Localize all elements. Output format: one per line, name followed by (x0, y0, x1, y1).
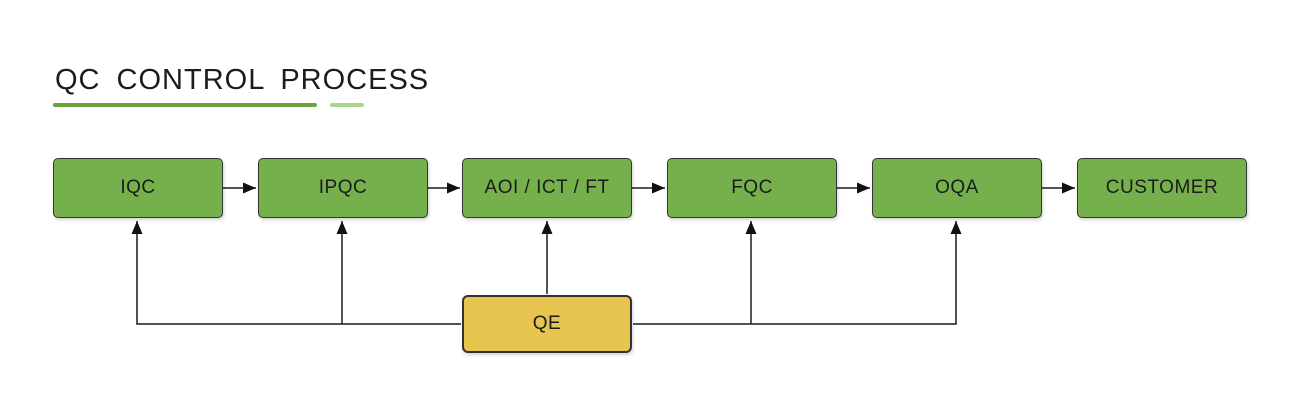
title-underline-primary (53, 103, 317, 107)
flow-node-label: OQA (935, 177, 979, 198)
flow-node-label: CUSTOMER (1105, 177, 1219, 198)
flow-node-label: IPQC (318, 177, 368, 198)
flow-node-aoi-ict-ft: AOI / ICT / FT (462, 158, 632, 218)
page-title: QC CONTROL PROCESS (55, 64, 430, 96)
flow-node-oqa: OQA (872, 158, 1042, 218)
flow-node-fqc: FQC (667, 158, 837, 218)
title-underline-secondary (330, 103, 364, 107)
flow-node-label: FQC (731, 177, 773, 198)
feedback-edge-qe-oqa (633, 221, 962, 325)
flow-node-ipqc: IPQC (258, 158, 428, 218)
flow-node-customer: CUSTOMER (1077, 158, 1247, 218)
flow-node-label: QE (532, 313, 562, 334)
flow-node-qe: QE (462, 295, 632, 353)
flow-node-iqc: IQC (53, 158, 223, 218)
flow-node-label: IQC (120, 177, 156, 198)
feedback-edge-qe-iqc (131, 221, 461, 325)
flow-node-label: AOI / ICT / FT (484, 177, 610, 198)
